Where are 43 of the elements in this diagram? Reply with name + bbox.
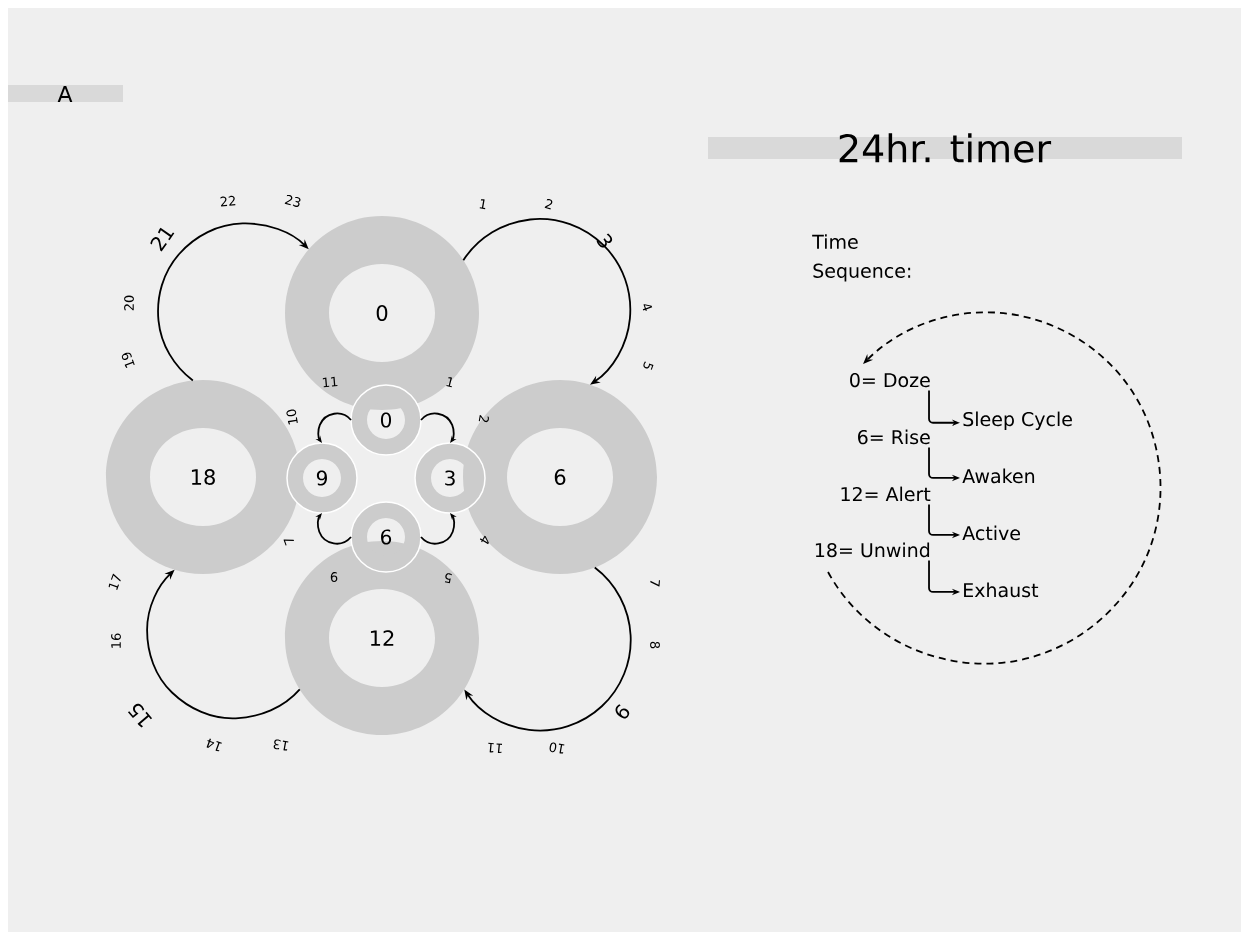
- hour-number: 20: [124, 295, 134, 311]
- title-banner: 24hr. timer: [708, 133, 1182, 163]
- hour-number: 9: [330, 572, 338, 582]
- hour-number: 2: [478, 415, 489, 423]
- hour-number: 2: [544, 199, 553, 210]
- hour-number: 7: [650, 580, 660, 587]
- hour-number: 13: [273, 739, 289, 751]
- hour-number: 3: [596, 233, 613, 248]
- hour-number: 4: [479, 535, 489, 545]
- hour-number: 8: [650, 641, 660, 649]
- hour-number: 11: [322, 376, 338, 388]
- hour-number: 15: [127, 703, 153, 728]
- hour-number: 21: [150, 227, 175, 252]
- hour-number: 1: [446, 377, 453, 388]
- sequence-text: 6= Rise: [858, 429, 930, 445]
- hour-number: 14: [206, 738, 222, 752]
- hour-number: 17: [108, 573, 121, 590]
- curved-arrow: [464, 566, 632, 732]
- curved-arrow: [315, 513, 352, 545]
- hour-number: 10: [286, 409, 298, 425]
- hour-number: 7: [283, 539, 295, 546]
- sequence-text: Active: [962, 525, 1020, 541]
- panel-label: A: [8, 85, 123, 102]
- hour-number: 10: [549, 742, 565, 754]
- hour-number: 19: [121, 352, 135, 368]
- sequence-text: 12= Alert: [841, 486, 931, 502]
- hour-number: 1: [479, 199, 486, 210]
- curved-arrow: [462, 218, 632, 385]
- sequence-text: Sleep Cycle: [963, 411, 1072, 430]
- hour-number: 4: [642, 304, 653, 312]
- hour-number: 22: [220, 195, 236, 207]
- sequence-text: Exhaust: [964, 582, 1039, 598]
- hour-number: 9: [615, 704, 630, 719]
- hour-number: 16: [111, 633, 121, 648]
- hour-number: 5: [444, 573, 452, 584]
- sequence-heading: Time Sequence:: [812, 234, 911, 282]
- curved-arrow: [157, 222, 309, 382]
- sequence-text: 0= Doze: [850, 372, 930, 388]
- curved-arrow: [420, 412, 457, 443]
- sequence-text: 18= Unwind: [815, 542, 930, 558]
- curved-arrow: [827, 311, 1162, 665]
- hour-number: 11: [488, 742, 503, 754]
- sequence-text: Awaken: [962, 468, 1035, 484]
